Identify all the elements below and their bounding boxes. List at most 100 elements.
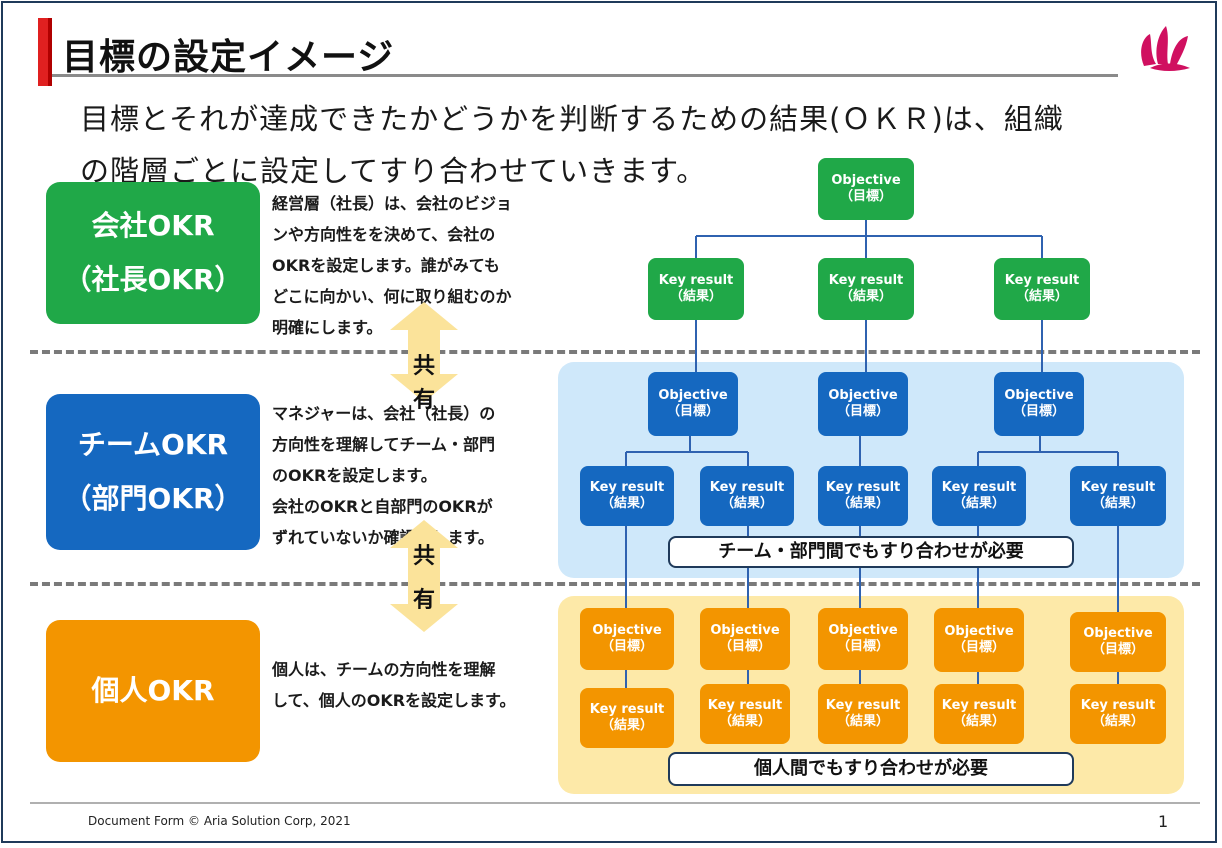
share-label-2: 有: [412, 388, 435, 413]
person-okr-description: 個人は、チームの方向性を理解 して、個人のOKRを設定します。: [272, 654, 554, 716]
person-key-result-node: Key result （結果）: [700, 684, 790, 744]
node-title: Key result: [1080, 480, 1156, 495]
team-objective-node: Objective （目標）: [818, 372, 908, 436]
node-title: Objective: [831, 173, 901, 188]
node-subtitle: （目標）: [718, 639, 771, 654]
page-title: 目標の設定イメージ: [62, 37, 395, 78]
person-okr-box: 個人OKR: [46, 620, 260, 762]
node-subtitle: （結果）: [720, 496, 773, 511]
desc-line: マネジャーは、会社（社長）の: [272, 404, 496, 423]
company-key-result-node: Key result （結果）: [818, 258, 914, 320]
node-title: Key result: [1004, 273, 1080, 288]
share-label-1: 共: [412, 354, 435, 379]
desc-line: どこに向かい、何に取り組むのか: [272, 287, 512, 306]
desc-line: 経営層（社長）は、会社のビジョ: [272, 194, 513, 213]
node-subtitle: （目標）: [836, 639, 889, 654]
node-title: Objective: [828, 388, 898, 403]
team-objective-node: Objective （目標）: [648, 372, 738, 436]
desc-line: OKRを設定します。誰がみても: [272, 256, 500, 275]
node-title: Key result: [658, 273, 734, 288]
tier-separator-2: [30, 582, 1200, 586]
company-okr-label: 会社OKR: [91, 209, 215, 242]
team-key-result-node: Key result （結果）: [818, 466, 908, 526]
node-title: Key result: [1080, 698, 1156, 713]
share-label-4: 有: [412, 588, 435, 613]
node-subtitle: （目標）: [600, 639, 653, 654]
node-subtitle: （目標）: [839, 189, 892, 204]
node-title: Key result: [828, 273, 904, 288]
share-arrow-2: 共 有: [388, 518, 460, 634]
person-objective-node: Objective （目標）: [580, 608, 674, 670]
company-key-result-node: Key result （結果）: [648, 258, 744, 320]
node-title: Objective: [1083, 626, 1153, 641]
person-key-result-node: Key result （結果）: [1070, 684, 1166, 744]
intro-line-1: 目標とそれが達成できたかどうかを判断するための結果(ＯＫＲ)は、組織: [80, 102, 1064, 136]
desc-line: 会社のOKRと自部門のOKRが: [272, 497, 493, 516]
node-title: Key result: [825, 480, 901, 495]
share-arrow-1: 共 有: [388, 300, 460, 413]
node-title: Key result: [707, 698, 783, 713]
node-title: Key result: [941, 480, 1017, 495]
node-subtitle: （目標）: [1091, 642, 1144, 657]
node-subtitle: （目標）: [666, 404, 719, 419]
company-objective-node: Objective （目標）: [818, 158, 914, 220]
team-okr-sublabel: （部門OKR）: [63, 482, 243, 515]
person-objective-node: Objective （目標）: [1070, 612, 1166, 672]
node-subtitle: （結果）: [1015, 289, 1068, 304]
node-subtitle: （結果）: [718, 714, 771, 729]
node-subtitle: （結果）: [600, 718, 653, 733]
person-objective-node: Objective （目標）: [934, 608, 1024, 672]
person-key-result-node: Key result （結果）: [580, 688, 674, 748]
brand-logo-icon: [1141, 26, 1190, 71]
node-title: Objective: [944, 624, 1014, 639]
page-number: 1: [1158, 812, 1169, 831]
node-title: Key result: [589, 480, 665, 495]
team-key-result-node: Key result （結果）: [932, 466, 1026, 526]
node-subtitle: （結果）: [600, 496, 653, 511]
desc-line: 個人は、チームの方向性を理解: [272, 660, 496, 679]
node-subtitle: （目標）: [836, 404, 889, 419]
title-accent-bar-dark: [48, 18, 52, 86]
node-subtitle: （結果）: [952, 496, 1005, 511]
node-subtitle: （目標）: [952, 640, 1005, 655]
node-subtitle: （結果）: [952, 714, 1005, 729]
node-title: Key result: [709, 480, 785, 495]
node-title: Objective: [828, 623, 898, 638]
node-title: Key result: [589, 702, 665, 717]
node-title: Objective: [710, 623, 780, 638]
node-title: Key result: [825, 698, 901, 713]
person-alignment-note: 個人間でもすり合わせが必要: [668, 752, 1074, 786]
tier-separator-1: [30, 350, 1200, 354]
node-subtitle: （結果）: [836, 714, 889, 729]
node-subtitle: （目標）: [1012, 404, 1065, 419]
person-okr-label: 個人OKR: [91, 674, 215, 707]
team-okr-label: チームOKR: [77, 428, 229, 461]
node-title: Objective: [658, 388, 728, 403]
desc-line: のOKRを設定します。: [272, 466, 437, 485]
team-okr-box: チームOKR （部門OKR）: [46, 394, 260, 550]
footer-divider: [30, 802, 1200, 804]
title-accent-bar: [38, 18, 48, 86]
desc-line: して、個人のOKRを設定します。: [272, 691, 516, 710]
team-key-result-node: Key result （結果）: [1070, 466, 1166, 526]
person-objective-node: Objective （目標）: [818, 608, 908, 670]
team-key-result-node: Key result （結果）: [700, 466, 794, 526]
team-key-result-node: Key result （結果）: [580, 466, 674, 526]
team-objective-node: Objective （目標）: [994, 372, 1084, 436]
desc-line: 方向性を理解してチーム・部門: [272, 435, 496, 454]
node-subtitle: （結果）: [839, 289, 892, 304]
person-objective-node: Objective （目標）: [700, 608, 790, 670]
node-title: Key result: [941, 698, 1017, 713]
share-label-3: 共: [412, 544, 435, 569]
company-okr-box: 会社OKR （社長OKR）: [46, 182, 260, 324]
double-arrow-icon: [390, 302, 458, 402]
node-subtitle: （結果）: [1091, 496, 1144, 511]
person-key-result-node: Key result （結果）: [818, 684, 908, 744]
node-subtitle: （結果）: [836, 496, 889, 511]
title-underline: [52, 74, 1118, 77]
company-okr-sublabel: （社長OKR）: [63, 263, 243, 296]
company-okr-description: 経営層（社長）は、会社のビジョ ンや方向性をを決めて、会社の OKRを設定します…: [272, 188, 554, 343]
desc-line: 明確にします。: [272, 318, 383, 337]
